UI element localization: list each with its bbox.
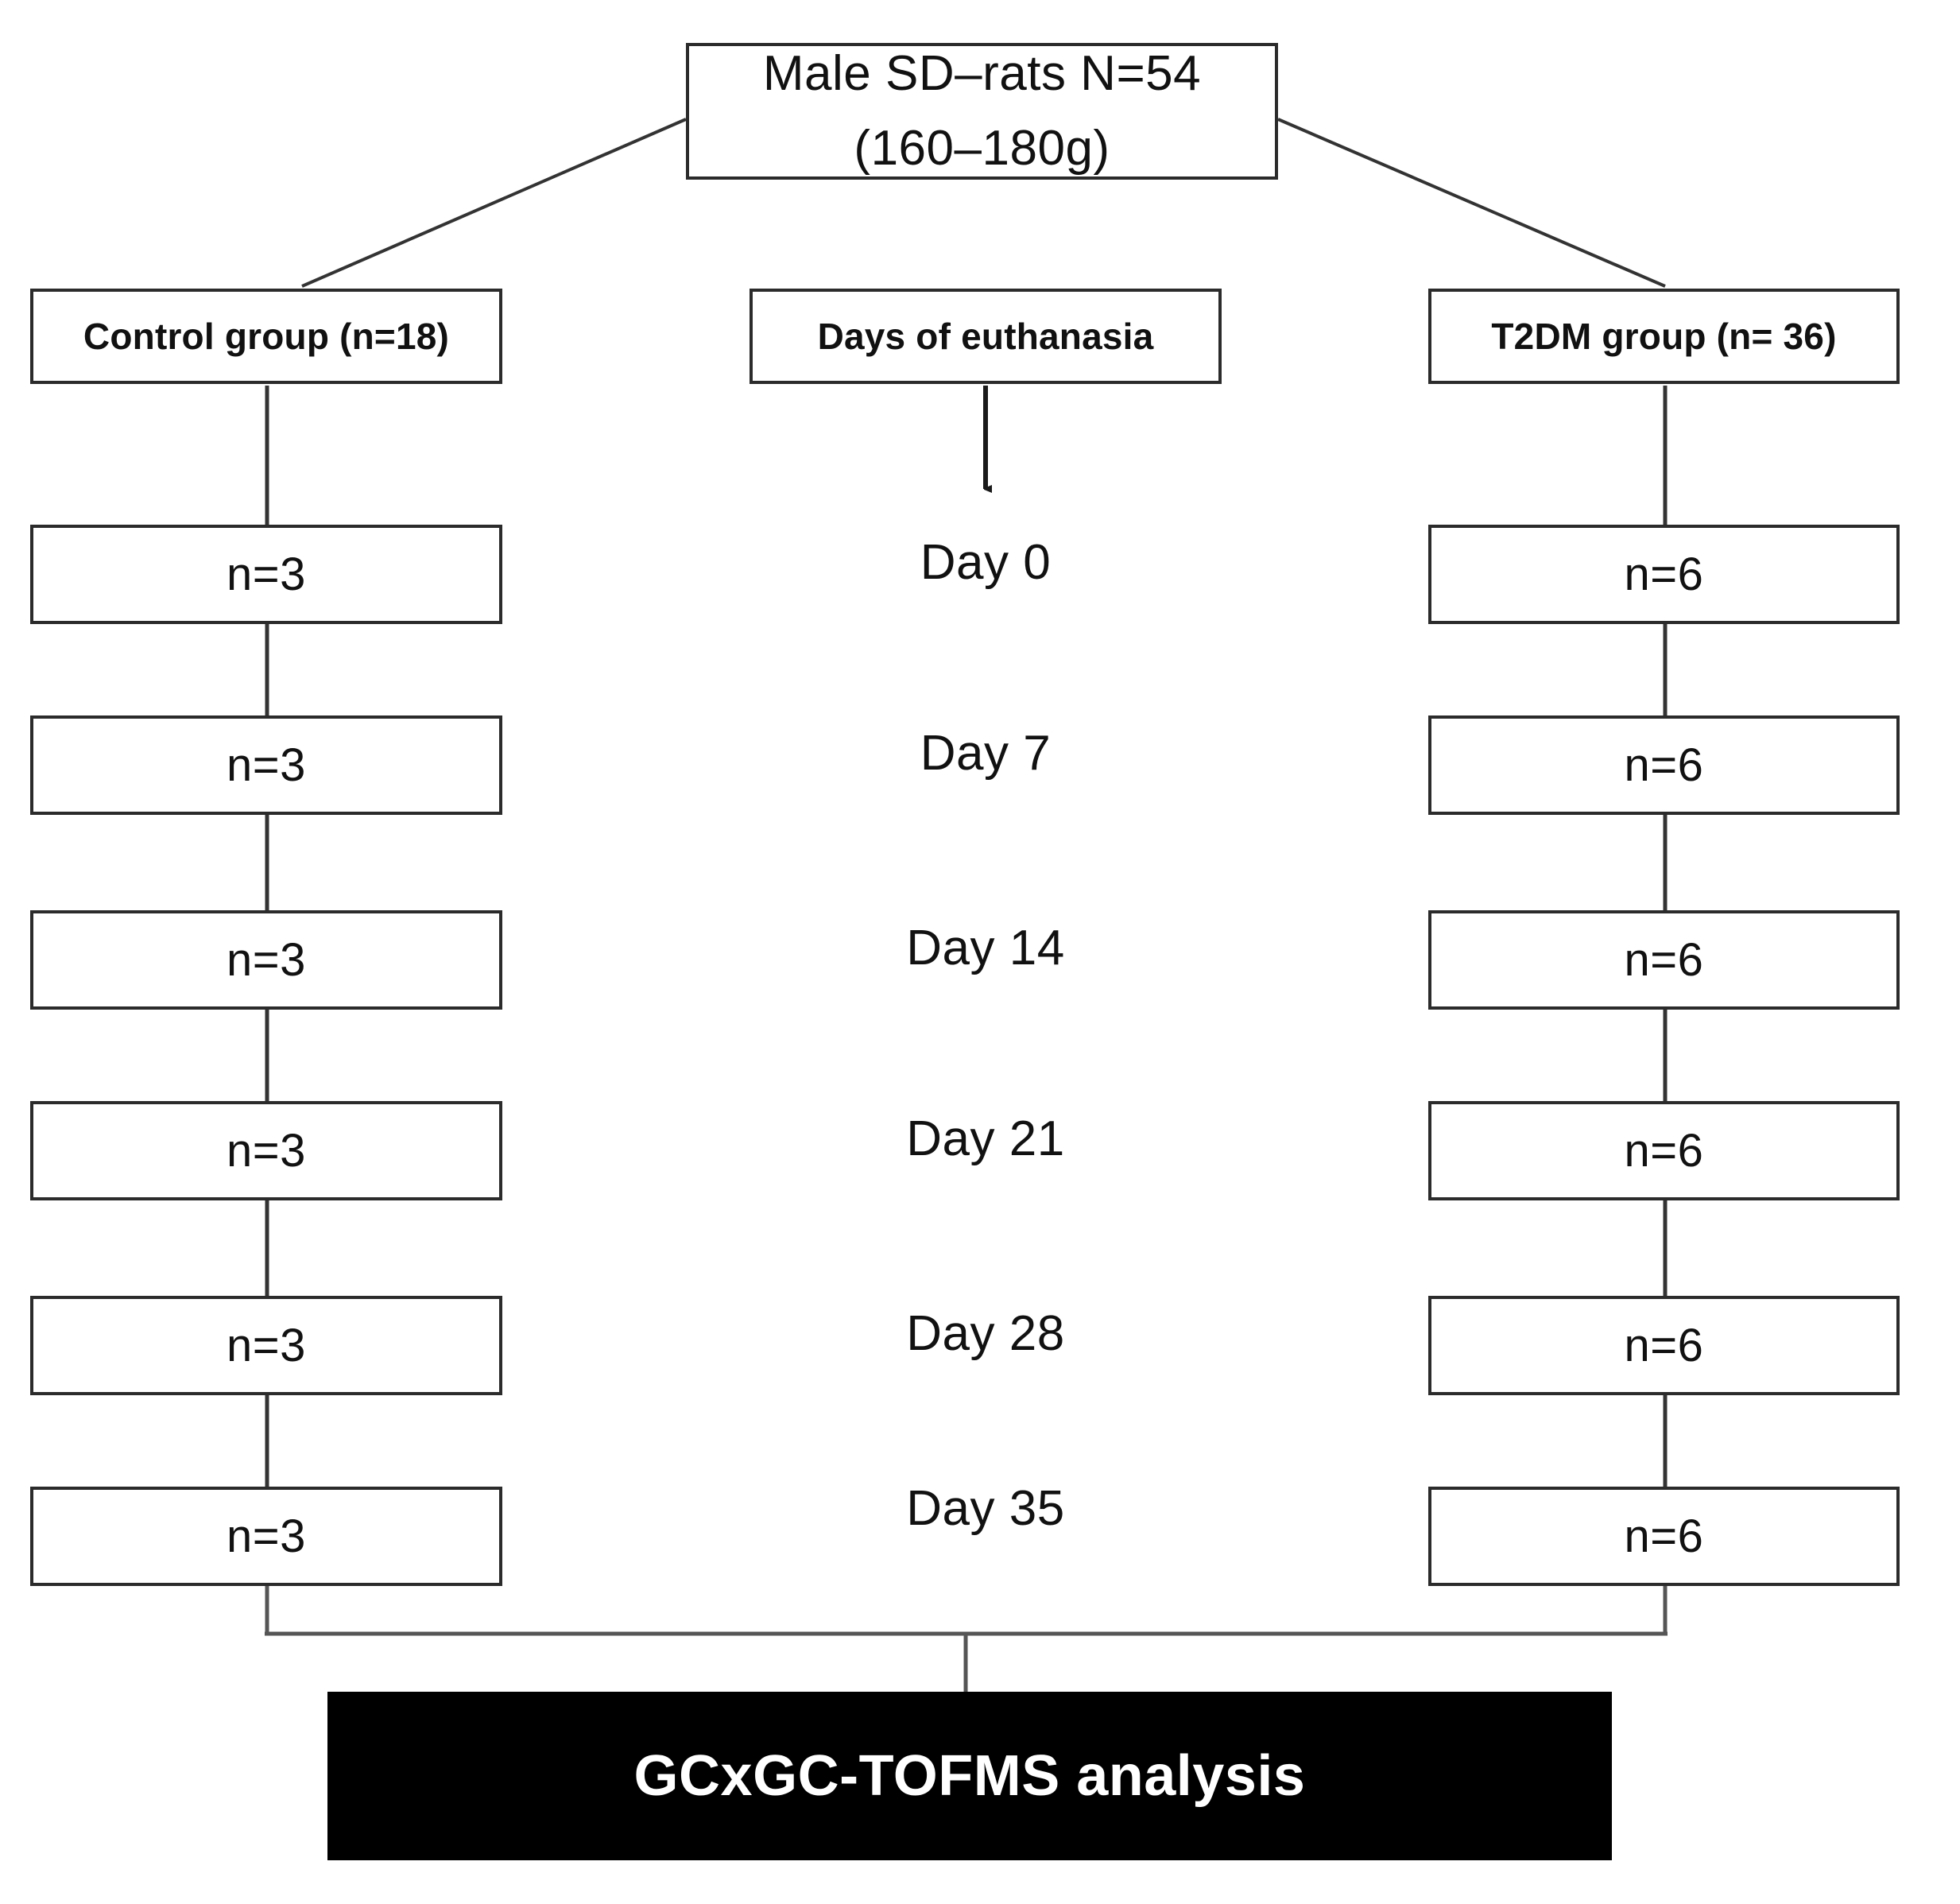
control-box-label: n=3 — [227, 1125, 306, 1177]
control-box-label: n=3 — [227, 934, 306, 986]
t2dm-box-label: n=6 — [1624, 1125, 1704, 1177]
title-box: Male SD–rats N=54 (160–180g) — [686, 43, 1278, 180]
t2dm-group-header-label: T2DM group (n= 36) — [1491, 316, 1837, 357]
day-label-7: Day 7 — [920, 726, 1052, 781]
t2dm-box-label: n=6 — [1624, 549, 1704, 600]
t2dm-box-label: n=6 — [1624, 934, 1704, 986]
control-box-day-28: n=3 — [30, 1296, 502, 1395]
day-label-28: Day 28 — [906, 1306, 1065, 1361]
gcxgc-tofms-analysis-label: GCxGC-TOFMS analysis — [633, 1744, 1306, 1808]
t2dm-box-day-0: n=6 — [1428, 525, 1900, 624]
t2dm-box-label: n=6 — [1624, 739, 1704, 791]
control-box-day-35: n=3 — [30, 1487, 502, 1586]
t2dm-group-header-box: T2DM group (n= 36) — [1428, 289, 1900, 384]
t2dm-box-day-14: n=6 — [1428, 910, 1900, 1010]
days-of-euthanasia-label: Days of euthanasia — [817, 316, 1154, 357]
t2dm-box-day-28: n=6 — [1428, 1296, 1900, 1395]
control-box-day-0: n=3 — [30, 525, 502, 624]
t2dm-box-day-7: n=6 — [1428, 715, 1900, 815]
day-label-35: Day 35 — [906, 1481, 1065, 1536]
control-box-day-7: n=3 — [30, 715, 502, 815]
gcxgc-tofms-analysis-box: GCxGC-TOFMS analysis — [327, 1692, 1612, 1860]
day-label-21: Day 21 — [906, 1111, 1065, 1166]
t2dm-box-day-35: n=6 — [1428, 1487, 1900, 1586]
t2dm-box-label: n=6 — [1624, 1320, 1704, 1371]
control-box-label: n=3 — [227, 1510, 306, 1562]
control-box-label: n=3 — [227, 1320, 306, 1371]
control-group-header-box: Control group (n=18) — [30, 289, 502, 384]
title-line-1: Male SD–rats N=54 — [762, 46, 1202, 102]
title-line-2: (160–180g) — [854, 121, 1110, 176]
t2dm-box-day-21: n=6 — [1428, 1101, 1900, 1200]
day-label-0: Day 0 — [920, 535, 1052, 590]
control-box-day-14: n=3 — [30, 910, 502, 1010]
control-box-label: n=3 — [227, 739, 306, 791]
t2dm-box-label: n=6 — [1624, 1510, 1704, 1562]
control-box-day-21: n=3 — [30, 1101, 502, 1200]
control-group-header-label: Control group (n=18) — [83, 316, 450, 357]
day-label-14: Day 14 — [906, 921, 1065, 975]
control-box-label: n=3 — [227, 549, 306, 600]
days-of-euthanasia-header-box: Days of euthanasia — [750, 289, 1222, 384]
